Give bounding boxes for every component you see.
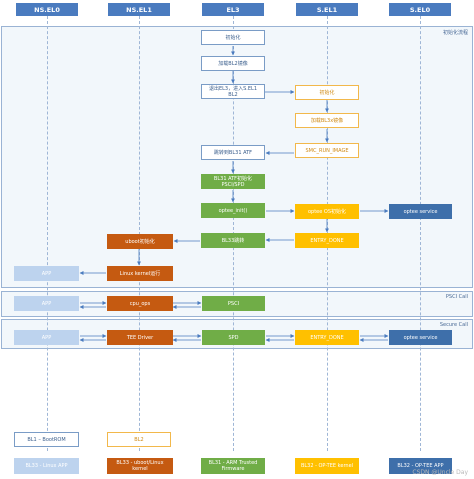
optee-init-el3-box: optee_init()	[201, 203, 265, 218]
lifeline-ns-el1	[139, 16, 140, 451]
bl33-jump-box: BL33跳转	[201, 233, 265, 248]
optee-service-box-1: optee service	[389, 204, 452, 219]
lane-header-ns-el0: NS.EL0	[16, 3, 78, 16]
lane-header-el3: EL3	[202, 3, 264, 16]
load-bl3x-box: 加载BL3x镜像	[295, 113, 359, 128]
legend-bl1: BL1 – BootROM	[14, 432, 79, 447]
lifeline-ns-el0	[47, 16, 48, 451]
watermark: CSDN @Uncle Day	[412, 469, 468, 476]
app-box-secure: APP	[14, 330, 79, 345]
optee-os-init-box: optee OS初始化	[295, 204, 359, 219]
legend-bl33-uboot: BL33 - uboot/Linux kernel	[107, 458, 173, 474]
s-el1-init-box: 初始化	[295, 85, 359, 100]
optee-service-box-2: optee service	[389, 330, 452, 345]
smc-run-image-box: SMC_RUN_IMAGE	[295, 143, 359, 158]
init-box: 初始化	[201, 30, 265, 45]
lane-header-ns-el1: NS.EL1	[108, 3, 170, 16]
app-box-psci: APP	[14, 296, 79, 311]
lane-header-s-el1: S.EL1	[296, 3, 358, 16]
psci-region-label: PSCI Call	[445, 294, 468, 300]
cpu-ops-box: cpu_ops	[107, 296, 173, 311]
uboot-init-box: uboot初始化	[107, 234, 173, 249]
secure-region-label: Secure Call	[439, 322, 468, 328]
legend-bl31: BL31 - ARM Trusted Firmware	[201, 458, 265, 474]
bl31-init-box: BL31 ATF初始化 PSCI/SPD	[201, 174, 265, 189]
entry-done-box-2: ENTRY_DONE	[295, 330, 359, 345]
linux-run-box: Linux kernel运行	[107, 266, 173, 281]
legend-bl32: BL32 - OP-TEE kernel	[295, 458, 359, 474]
app-box-init: APP	[14, 266, 79, 281]
lane-header-s-el0: S.EL0	[389, 3, 451, 16]
lifeline-s-el0	[420, 16, 421, 451]
legend-bl33-app: BL33 - Linux APP	[14, 458, 79, 474]
psci-box: PSCI	[202, 296, 265, 311]
tee-driver-box: TEE Driver	[107, 330, 173, 345]
legend-bl2: BL2	[107, 432, 171, 447]
jump-bl31-box: 跳转到BL31 ATF	[201, 145, 265, 160]
legend-bl32-app: BL32 - OP-TEE APP	[389, 458, 452, 474]
load-bl2-box: 加载BL2镜像	[201, 56, 265, 71]
spd-box: SPD	[202, 330, 265, 345]
entry-done-box-1: ENTRY_DONE	[295, 233, 359, 248]
exit-el3-box: 退出EL3，进入S.EL1 BL2	[201, 84, 265, 99]
init-region-label: 初始化流程	[442, 30, 468, 36]
